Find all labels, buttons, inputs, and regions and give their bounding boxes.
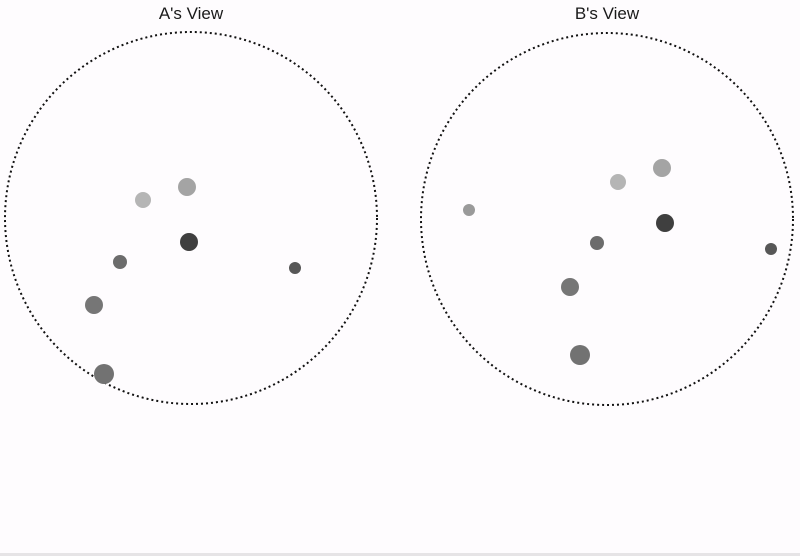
view-a: A's View (4, 4, 378, 405)
view-a-dot-2 (178, 178, 196, 196)
view-b-dot-7 (561, 278, 579, 296)
view-b-dot-6 (765, 243, 777, 255)
view-a-dot-3 (180, 233, 198, 251)
view-b-dot-5 (590, 236, 604, 250)
view-b-boundary (420, 32, 794, 406)
view-a-dot-4 (113, 255, 127, 269)
view-b-title: B's View (575, 4, 640, 23)
bottom-border (0, 553, 800, 556)
view-a-boundary (4, 31, 378, 405)
view-a-dot-5 (289, 262, 301, 274)
view-b-dot-1 (463, 204, 475, 216)
view-b-dot-4 (656, 214, 674, 232)
view-b: B's View (420, 4, 794, 406)
view-b-dot-3 (653, 159, 671, 177)
view-a-dot-6 (85, 296, 103, 314)
view-b-dot-2 (610, 174, 626, 190)
view-b-dot-8 (570, 345, 590, 365)
view-a-title: A's View (159, 4, 224, 23)
view-a-dot-7 (94, 364, 114, 384)
view-a-dot-1 (135, 192, 151, 208)
